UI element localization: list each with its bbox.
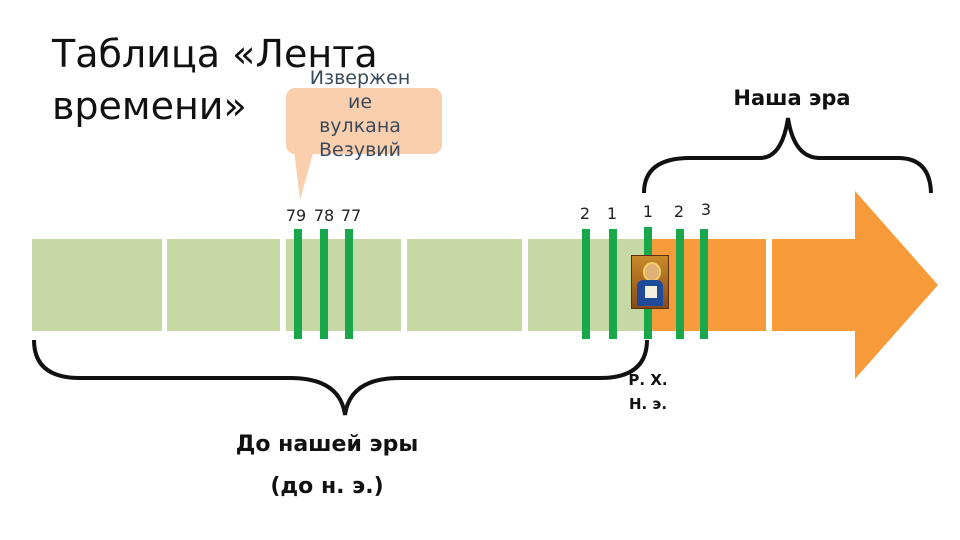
bc-era-label-line1: До нашей эры: [235, 432, 419, 457]
callout-box: [286, 88, 442, 154]
slide-title: Таблица «Лента времени»: [52, 32, 378, 128]
bc-era-label-line2: (до н. э.): [270, 474, 384, 499]
tick-79: [294, 229, 302, 339]
bc-segment-3: [286, 239, 401, 331]
christ-icon: [631, 255, 669, 309]
tick-78: [320, 229, 328, 339]
tick-3-ad: [700, 229, 708, 339]
tick-1-bc: [609, 229, 617, 339]
callout-tail: [294, 150, 314, 200]
tick-77: [345, 229, 353, 339]
ad-arrowhead: [772, 191, 938, 379]
our-era-label: Наша эра: [733, 86, 851, 110]
tick-label-1-ad: 1: [642, 202, 654, 221]
tick-label-3-ad: 3: [700, 200, 712, 219]
bc-segment-1: [32, 239, 162, 331]
tick-label-1-bc: 1: [606, 204, 618, 223]
ad-brace: [642, 117, 933, 194]
icon-book: [645, 286, 657, 298]
tick-label-79: 79: [285, 206, 307, 225]
tick-label-2-ad: 2: [673, 202, 685, 221]
bc-segment-4: [407, 239, 522, 331]
birth-of-christ-label: Р. Х. Н. э.: [628, 371, 668, 413]
icon-face: [643, 262, 661, 282]
callout-text: Изверже­н ие вулкана Везувий: [309, 67, 411, 161]
bc-segment-2: [167, 239, 280, 331]
tick-label-77: 77: [340, 206, 362, 225]
tick-2-bc: [582, 229, 590, 339]
tick-2-ad: [676, 229, 684, 339]
ad-segment-1: [650, 239, 766, 331]
tick-label-2-bc: 2: [579, 204, 591, 223]
tick-label-78: 78: [313, 206, 335, 225]
bc-brace: [32, 339, 649, 416]
